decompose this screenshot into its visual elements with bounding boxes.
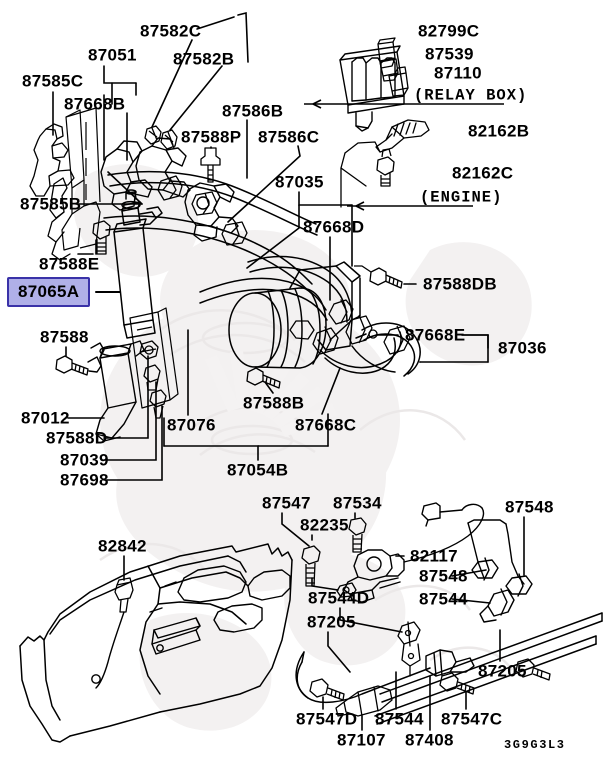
part-shape-82162C-switch	[376, 148, 395, 187]
part-label-87582c: 87582C	[140, 21, 202, 41]
part-label-87035: 87035	[275, 172, 324, 192]
part-shape-87107-connector	[335, 685, 393, 717]
part-label-82842: 82842	[98, 536, 147, 556]
part-shape-87668E-hose	[351, 322, 421, 377]
part-label-87039: 87039	[60, 450, 109, 470]
part-label-87588b: 87588B	[243, 393, 305, 413]
part-label-87012: 87012	[21, 408, 70, 428]
part-label-relaybox: (RELAY BOX)	[414, 86, 528, 105]
part-shape-87548-bracket-upper	[467, 519, 533, 597]
part-shape-87205-pipes	[374, 612, 603, 725]
part-label-82162c: 82162C	[452, 163, 514, 183]
part-label-engine: (ENGINE)	[420, 188, 503, 207]
part-shape-87035-hose	[199, 277, 328, 321]
part-label-87668d: 87668D	[303, 217, 365, 237]
part-shape-87547C-bolt	[439, 672, 475, 695]
part-shape-87544-clamp	[479, 588, 515, 623]
part-shape-87588DB-bolt	[354, 265, 403, 289]
part-shape-87588B-bolt	[246, 367, 281, 389]
part-label-87544: 87544	[419, 589, 468, 609]
part-label-87586c: 87586C	[258, 127, 320, 147]
part-label-87586b: 87586B	[222, 101, 284, 121]
part-label-87054b: 87054B	[227, 460, 289, 480]
part-shape-instrument-panel	[19, 543, 293, 743]
part-label-87205: 87205	[478, 661, 527, 681]
part-label-87548: 87548	[419, 566, 468, 586]
part-shape-hose-collars	[345, 314, 411, 355]
part-shape-87588E-bolt	[92, 220, 111, 255]
part-label-87539: 87539	[425, 44, 474, 64]
part-label-87582b: 87582B	[173, 49, 235, 69]
part-shape-82162B-switch	[375, 119, 430, 153]
part-label-82235: 82235	[300, 515, 349, 535]
part-shape-87582B-grommet	[160, 129, 178, 150]
part-shape-compressor-fittings	[289, 299, 354, 355]
part-label-87205: 87205	[307, 612, 356, 632]
part-label-87588e: 87588E	[39, 254, 100, 274]
part-shape-87544D-clamp	[397, 621, 421, 677]
part-label-87585b: 87585B	[20, 194, 82, 214]
part-shape-87539-relay	[379, 58, 399, 82]
part-shape-87065A-receiver-drier	[113, 189, 163, 339]
part-shape-engine-outline	[340, 141, 381, 208]
part-shape-87051-panel	[61, 107, 101, 251]
part-label-87065a[interactable]: 87065A	[7, 277, 91, 307]
callout-arrows	[304, 99, 504, 211]
part-label-3g9g3l3: 3G9G3L3	[504, 738, 566, 752]
part-label-87668e: 87668E	[405, 325, 466, 345]
part-shape-87585C-bracket	[29, 123, 75, 197]
part-label-87588db: 87588DB	[423, 274, 497, 294]
part-shape-82117-switch	[343, 549, 405, 603]
part-shape-87110-relay	[388, 66, 409, 97]
part-shape-82235-clip	[336, 582, 357, 598]
part-label-82117: 82117	[410, 546, 458, 566]
part-label-87588d: 87588D	[46, 428, 108, 448]
part-shape-87588P-bolt	[200, 147, 221, 183]
part-label-87668b: 87668B	[64, 94, 126, 114]
part-shape-panel-clusters	[149, 565, 291, 655]
part-shape-87205-hose-loop	[295, 651, 431, 704]
part-shape-87408-fitting	[425, 649, 475, 677]
part-label-87544d: 87544D	[308, 588, 370, 608]
part-label-87698: 87698	[60, 470, 109, 490]
part-label-87585c: 87585C	[22, 71, 84, 91]
part-label-87107: 87107	[337, 730, 386, 750]
part-label-87588p: 87588P	[181, 127, 242, 147]
part-shape-87582C-grommet	[144, 125, 162, 145]
part-label-87076: 87076	[167, 415, 216, 435]
part-shape-87547-bolt	[301, 545, 321, 587]
part-label-87588: 87588	[40, 327, 89, 347]
part-label-87408: 87408	[405, 730, 454, 750]
part-label-87544: 87544	[375, 709, 424, 729]
part-label-87051: 87051	[88, 45, 137, 65]
part-shape-panel-wire	[91, 611, 125, 689]
part-shape-87585B-bracket	[47, 177, 71, 261]
part-label-87547: 87547	[262, 493, 311, 513]
part-label-87547c: 87547C	[441, 709, 503, 729]
part-label-87110: 87110	[434, 63, 482, 83]
part-shape-refrigerant-line-upper	[107, 170, 318, 236]
part-label-87548: 87548	[505, 497, 554, 517]
part-label-82162b: 82162B	[468, 121, 530, 141]
part-shape-87547D-bolt	[309, 678, 345, 701]
part-label-87036: 87036	[498, 338, 547, 358]
part-label-87534: 87534	[333, 493, 382, 513]
part-shape-87547-bottom-bolt	[515, 658, 551, 681]
part-shape-87534-bolt	[348, 517, 367, 553]
part-shape-87588-bolt	[55, 355, 89, 376]
part-shape-87586C-connector	[184, 182, 239, 242]
part-shape-87588D-bolt	[139, 340, 159, 360]
leader-lines	[52, 11, 525, 731]
part-label-87547d: 87547D	[296, 709, 358, 729]
part-label-82799c: 82799C	[418, 21, 480, 41]
part-shape-82117-harness	[403, 502, 485, 563]
part-label-87668c: 87668C	[295, 415, 357, 435]
